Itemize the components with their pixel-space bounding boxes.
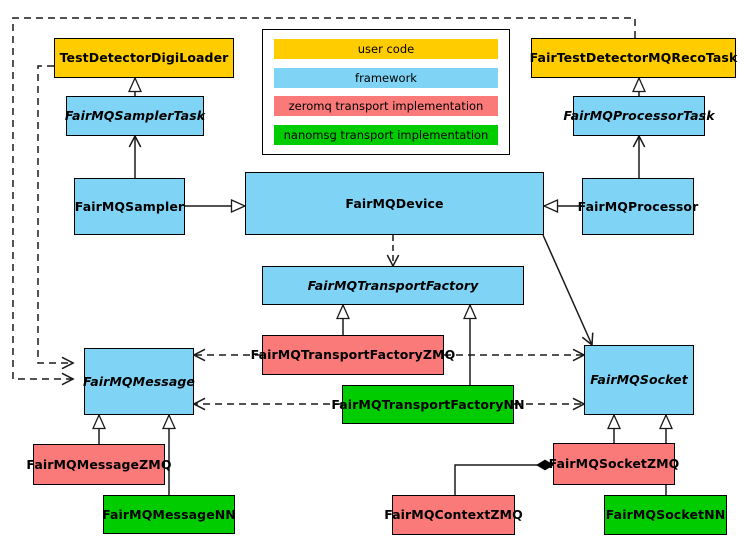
legend-item-3: nanomsg transport implementation — [274, 124, 498, 145]
class-name-label: FairMQProcessor — [577, 198, 699, 214]
class-name-label: TestDetectorDigiLoader — [59, 50, 229, 66]
class-name-label: FairMQTransportFactoryZMQ — [250, 347, 456, 363]
class-name-label: FairMQDevice — [345, 195, 444, 211]
legend-item-label: framework — [355, 70, 417, 85]
class-name-label: FairMQContextZMQ — [384, 507, 523, 523]
legend-item-label: zeromq transport implementation — [288, 99, 484, 114]
class-box-fairmqsocket[interactable]: FairMQSocket — [584, 345, 694, 415]
class-box-fairmqtransportfactoryzmq[interactable]: FairMQTransportFactoryZMQ — [251, 335, 455, 375]
class-box-fairmqmessage[interactable]: FairMQMessage — [83, 348, 196, 415]
class-box-fairmqtransportfactory[interactable]: FairMQTransportFactory — [262, 266, 524, 305]
class-name-label: FairTestDetectorMQRecoTask — [529, 50, 738, 66]
class-name-label: FairMQMessageZMQ — [26, 456, 172, 472]
class-name-label: FairMQTransportFactory — [307, 277, 479, 293]
class-name-label: FairMQMessageNN — [102, 506, 236, 522]
class-box-fairmqtransportfactorynn[interactable]: FairMQTransportFactoryNN — [331, 385, 525, 424]
class-box-fairmqprocessor[interactable]: FairMQProcessor — [578, 178, 698, 235]
class-box-testdetectordigiloader[interactable]: TestDetectorDigiLoader — [54, 38, 234, 78]
class-box-fairmqmessagenn[interactable]: FairMQMessageNN — [102, 495, 236, 534]
class-name-label: FairMQSocketNN — [605, 507, 726, 523]
legend-item-label: user code — [357, 42, 415, 56]
class-name-label: FairMQSampler — [74, 198, 185, 214]
legend-item-label: nanomsg transport implementation — [283, 127, 489, 142]
class-box-fairmqsampler[interactable]: FairMQSampler — [74, 178, 185, 235]
class-name-label: FairMQProcessorTask — [563, 108, 715, 124]
class-box-fairmqsocketzmq[interactable]: FairMQSocketZMQ — [549, 443, 679, 485]
class-box-fairmqsamplertask[interactable]: FairMQSamplerTask — [64, 96, 206, 136]
class-box-fairmqsocketnn[interactable]: FairMQSocketNN — [604, 495, 727, 535]
class-box-fairmqmessagezmq[interactable]: FairMQMessageZMQ — [26, 444, 171, 485]
legend-item-1: framework — [274, 67, 498, 88]
class-box-fairmqcontextzmq[interactable]: FairMQContextZMQ — [384, 495, 523, 535]
class-name-label: FairMQTransportFactoryNN — [331, 396, 525, 412]
class-box-fairmqdevice[interactable]: FairMQDevice — [245, 172, 544, 235]
class-name-label: FairMQSamplerTask — [64, 108, 206, 124]
class-box-fairtestdetectormqrecotask[interactable]: FairTestDetectorMQRecoTask — [529, 38, 738, 78]
class-name-label: FairMQMessage — [83, 373, 196, 389]
class-box-fairmqprocessortask[interactable]: FairMQProcessorTask — [563, 96, 715, 136]
edge-device-to-socket — [542, 234, 592, 345]
class-name-label: FairMQSocket — [590, 372, 688, 388]
class-name-label: FairMQSocketZMQ — [548, 456, 680, 472]
legend-item-2: zeromq transport implementation — [274, 96, 498, 117]
legend-box: user code framework zeromq transport imple… — [262, 29, 510, 155]
legend-item-0: user code — [274, 39, 498, 59]
